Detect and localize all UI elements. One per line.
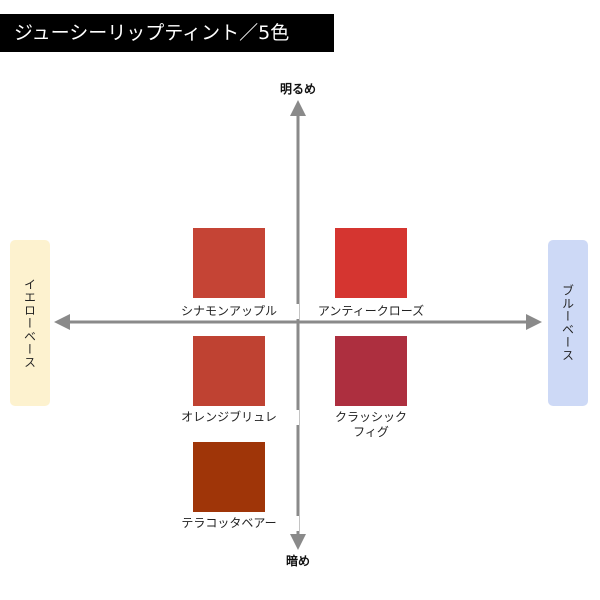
page-title: ジューシーリップティント／5色 <box>0 14 334 52</box>
swatch-classic-fig <box>335 336 407 406</box>
yellow-base-box: イエローベース <box>10 240 50 406</box>
swatch-cinnamon-apple <box>193 228 265 298</box>
arrow-left-icon <box>54 314 70 330</box>
blue-base-label: ブルーベース <box>560 284 575 362</box>
swatch-antique-rose <box>335 228 407 298</box>
swatch-terracotta-bear <box>193 442 265 512</box>
axis-label-dark: 暗め <box>285 554 311 568</box>
arrow-down-icon <box>290 534 306 550</box>
swatch-label-line1: クラッシック <box>334 410 407 424</box>
swatch-label: アンティークローズ <box>301 304 441 319</box>
swatch-orange-brulee <box>193 336 265 406</box>
swatch-label: クラッシック フィグ <box>301 410 441 440</box>
axis-label-bright: 明るめ <box>279 82 317 96</box>
swatch-label-line2: フィグ <box>353 425 389 439</box>
arrow-up-icon <box>290 100 306 116</box>
yellow-base-label: イエローベース <box>22 277 37 369</box>
swatch-label: オレンジブリュレ <box>159 410 299 425</box>
swatch-label: テラコッタベアー <box>159 516 299 531</box>
blue-base-box: ブルーベース <box>548 240 588 406</box>
swatch-label: シナモンアップル <box>159 304 299 319</box>
arrow-right-icon <box>526 314 542 330</box>
